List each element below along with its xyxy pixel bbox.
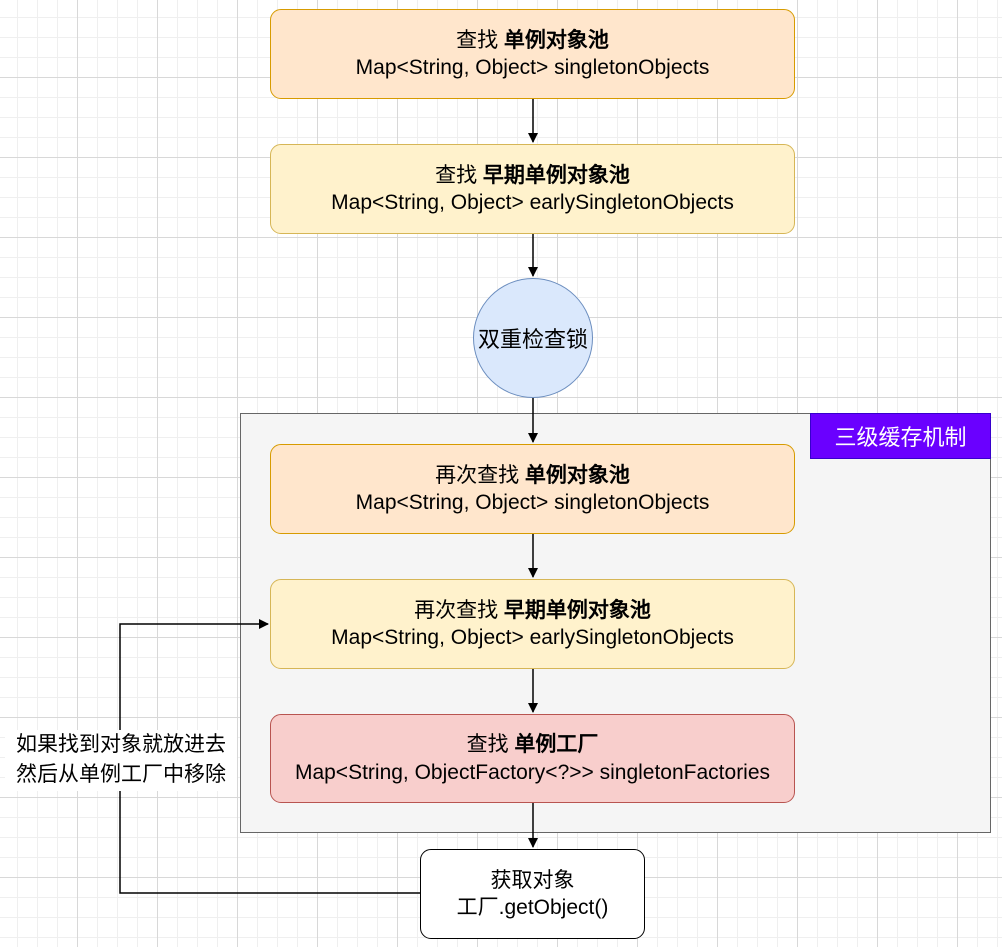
node-title: 查找 单例工厂 [467, 731, 599, 758]
node-double-checked-lock[interactable]: 双重检查锁 [473, 278, 593, 398]
node-title: 再次查找 单例对象池 [435, 462, 630, 489]
node-title-prefix: 查找 [466, 733, 515, 757]
node-title-bold: 单例对象池 [503, 28, 609, 52]
node-title: 再次查找 早期单例对象池 [414, 597, 651, 624]
loop-edge-label-line2: 然后从单例工厂中移除 [16, 763, 226, 787]
node-title-prefix: 再次查找 [414, 598, 504, 622]
node-subtitle: Map<String, ObjectFactory<?>> singletonF… [294, 760, 771, 784]
node-get-object[interactable]: 获取对象 工厂.getObject() [420, 849, 645, 939]
node-subtitle: Map<String, Object> singletonObjects [355, 56, 710, 79]
node-title-bold: 单例对象池 [524, 463, 630, 487]
node-subtitle: Map<String, Object> singletonObjects [355, 491, 710, 514]
node-recheck-singleton-objects[interactable]: 再次查找 单例对象池 Map<String, Object> singleton… [270, 444, 795, 534]
node-title-bold: 单例工厂 [514, 733, 599, 757]
node-title: 获取对象 [490, 868, 575, 892]
node-subtitle: Map<String, Object> earlySingletonObject… [331, 626, 734, 649]
node-title-bold: 早期单例对象池 [482, 163, 630, 187]
node-title-prefix: 再次查找 [435, 463, 525, 487]
loop-edge-label-line1: 如果找到对象就放进去 [16, 733, 226, 756]
node-recheck-early-singleton-objects[interactable]: 再次查找 早期单例对象池 Map<String, Object> earlySi… [270, 579, 795, 669]
node-title-prefix: 查找 [435, 163, 483, 187]
node-lock-label: 双重检查锁 [477, 327, 588, 352]
node-title-prefix: 查找 [456, 28, 504, 52]
cache-group-tag: 三级缓存机制 [810, 413, 991, 459]
node-subtitle: Map<String, Object> earlySingletonObject… [331, 191, 734, 214]
node-subtitle: 工厂.getObject() [456, 896, 609, 919]
node-find-singleton-factories[interactable]: 查找 单例工厂 Map<String, ObjectFactory<?>> si… [270, 714, 795, 803]
loop-edge-label: 如果找到对象就放进去 然后从单例工厂中移除 [5, 730, 237, 791]
node-title: 查找 早期单例对象池 [435, 162, 630, 189]
node-title: 查找 单例对象池 [456, 27, 609, 54]
node-title-bold: 早期单例对象池 [503, 598, 651, 622]
node-find-early-singleton-objects[interactable]: 查找 早期单例对象池 Map<String, Object> earlySing… [270, 144, 795, 234]
node-find-singleton-objects[interactable]: 查找 单例对象池 Map<String, Object> singletonOb… [270, 9, 795, 99]
